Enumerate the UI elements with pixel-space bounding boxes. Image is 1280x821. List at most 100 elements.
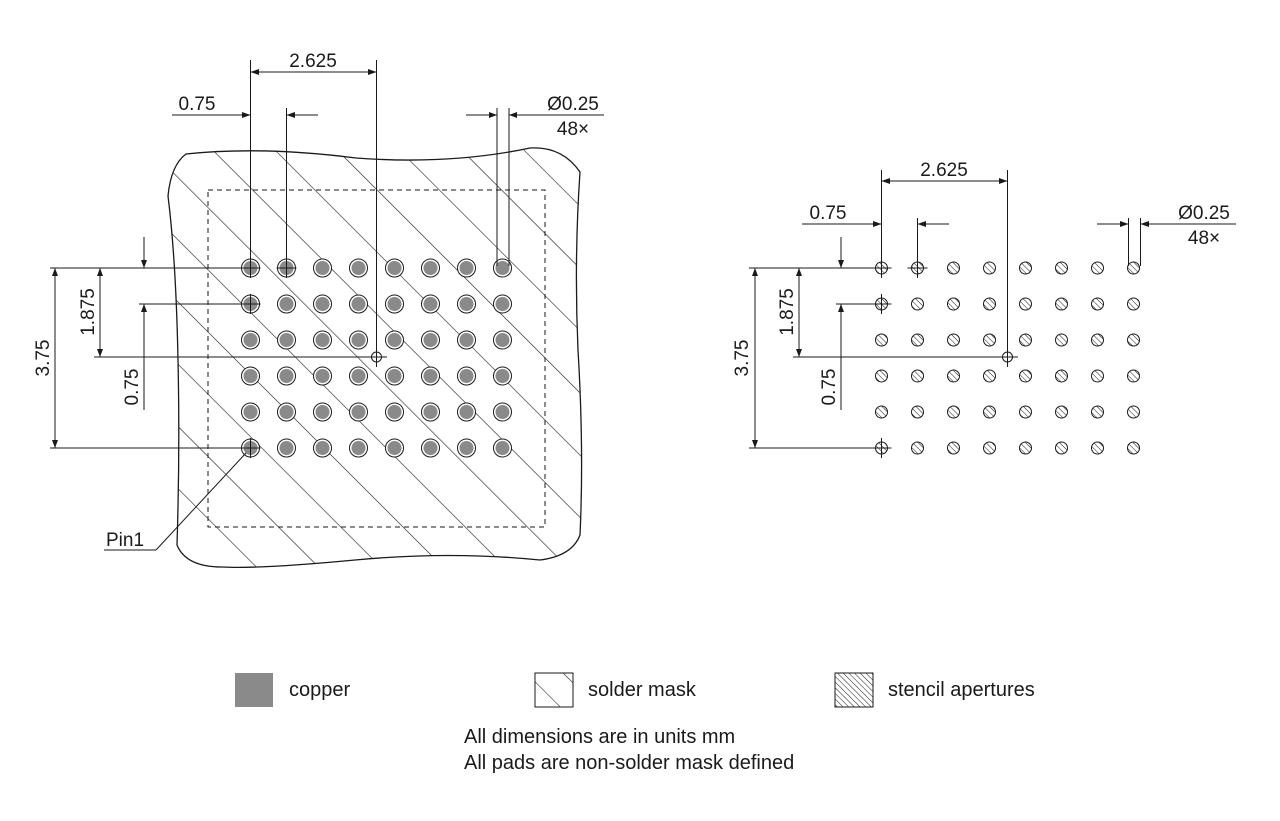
stencil-aperture: [1019, 297, 1032, 311]
copper-pad: [457, 366, 476, 386]
copper-pad: [277, 438, 296, 458]
stencil-aperture: [1091, 333, 1104, 347]
legend-solder-mask: solder mask: [534, 672, 697, 708]
dimension-arrowheads-right: [752, 178, 1149, 448]
stencil-aperture: [947, 297, 960, 311]
stencil-aperture: [1019, 261, 1032, 275]
copper-pad: [313, 402, 332, 422]
stencil-aperture: [1055, 261, 1068, 275]
stencil-aperture: [1055, 333, 1068, 347]
aperture-diameter-label: Ø0.25: [1178, 203, 1230, 224]
copper-pad: [493, 294, 512, 314]
copper-pad: [421, 366, 440, 386]
units-note: All dimensions are in units mm: [464, 726, 735, 748]
stencil-aperture: [983, 405, 996, 419]
copper-pad: [349, 258, 368, 278]
copper-pad: [385, 366, 404, 386]
stencil-aperture: [1091, 441, 1104, 455]
dimension-labels-right: 2.625 0.75 Ø0.25 48× 3.75 1.875 0.75: [732, 160, 1230, 405]
copper-pad: [421, 330, 440, 350]
copper-pad: [277, 294, 296, 314]
stencil-aperture: [875, 333, 888, 347]
stencil-aperture: [911, 405, 924, 419]
stencil-aperture: [983, 369, 996, 383]
stencil-aperture: [1091, 261, 1104, 275]
copper-pad: [457, 294, 476, 314]
stencil-aperture: [947, 333, 960, 347]
stencil-aperture: [911, 333, 924, 347]
stencil-aperture: [1019, 333, 1032, 347]
copper-pad: [277, 366, 296, 386]
copper-pad: [421, 258, 440, 278]
stencil-aperture: [983, 333, 996, 347]
copper-pad: [457, 258, 476, 278]
stencil-aperture: [1091, 297, 1104, 311]
stencil-aperture: [1055, 297, 1068, 311]
stencil-aperture: [875, 405, 888, 419]
legend: copper solder mask stencil apertures: [235, 672, 1035, 708]
aperture-center-marks: [871, 258, 928, 458]
copper-pad: [493, 330, 512, 350]
copper-pad-grid: [241, 258, 512, 458]
pad-count-label: 48×: [557, 119, 589, 140]
stencil-aperture: [1019, 441, 1032, 455]
legend-copper: copper: [235, 673, 350, 707]
package-outline: [207, 189, 546, 528]
legend-stencil: stencil apertures: [834, 672, 1035, 708]
copper-pad: [277, 402, 296, 422]
stencil-aperture: [1055, 405, 1068, 419]
stencil-aperture: [1127, 405, 1140, 419]
stencil-aperture: [1127, 333, 1140, 347]
copper-pad: [241, 402, 260, 422]
row-offset-label: 1.875: [78, 288, 99, 336]
solder-mask-region: [167, 147, 583, 569]
stencil-aperture-grid: [875, 261, 1140, 455]
copper-pad: [349, 366, 368, 386]
dimension-arrowheads: [52, 69, 517, 448]
stencil-aperture: [1091, 405, 1104, 419]
copper-pad: [277, 330, 296, 350]
dimension-lines: [50, 60, 604, 551]
pitch-y-label-right: 0.75: [819, 369, 840, 406]
copper-pad: [457, 402, 476, 422]
copper-pad: [385, 402, 404, 422]
dimension-labels: 2.625 0.75 Ø0.25 48× 3.75 1.875 0.75 Pin…: [33, 51, 599, 551]
copper-pad: [421, 438, 440, 458]
stencil-aperture: [911, 297, 924, 311]
stencil-aperture: [983, 297, 996, 311]
pad-diameter-label: Ø0.25: [547, 94, 599, 115]
copper-pad: [385, 438, 404, 458]
stencil-aperture: [1019, 405, 1032, 419]
row-offset-label-right: 1.875: [777, 288, 798, 336]
stencil-aperture: [983, 261, 996, 275]
copper-pad: [385, 330, 404, 350]
copper-pad: [457, 330, 476, 350]
copper-pad: [385, 258, 404, 278]
copper-swatch: [235, 673, 273, 707]
legend-stencil-label: stencil apertures: [888, 679, 1035, 701]
pitch-x-label: 0.75: [179, 94, 216, 115]
stencil-aperture: [911, 369, 924, 383]
copper-pad: [493, 258, 512, 278]
copper-pad: [241, 330, 260, 350]
stencil-aperture: [911, 441, 924, 455]
copper-pad: [493, 366, 512, 386]
copper-pad: [349, 438, 368, 458]
copper-pad: [313, 438, 332, 458]
copper-pad: [313, 330, 332, 350]
copper-pad: [457, 438, 476, 458]
notes: All dimensions are in units mm All pads …: [464, 726, 794, 774]
stencil-aperture: [947, 261, 960, 275]
stencil-aperture: [1127, 441, 1140, 455]
stencil-aperture: [1055, 369, 1068, 383]
stencil-aperture: [1127, 369, 1140, 383]
left-land-pattern-view: 2.625 0.75 Ø0.25 48× 3.75 1.875 0.75 Pin…: [33, 51, 604, 569]
copper-pad: [421, 294, 440, 314]
stencil-aperture: [1019, 369, 1032, 383]
right-stencil-view: 2.625 0.75 Ø0.25 48× 3.75 1.875 0.75: [732, 160, 1236, 458]
copper-pad: [493, 438, 512, 458]
copper-pad: [349, 294, 368, 314]
copper-pad: [241, 366, 260, 386]
stencil-aperture: [947, 405, 960, 419]
